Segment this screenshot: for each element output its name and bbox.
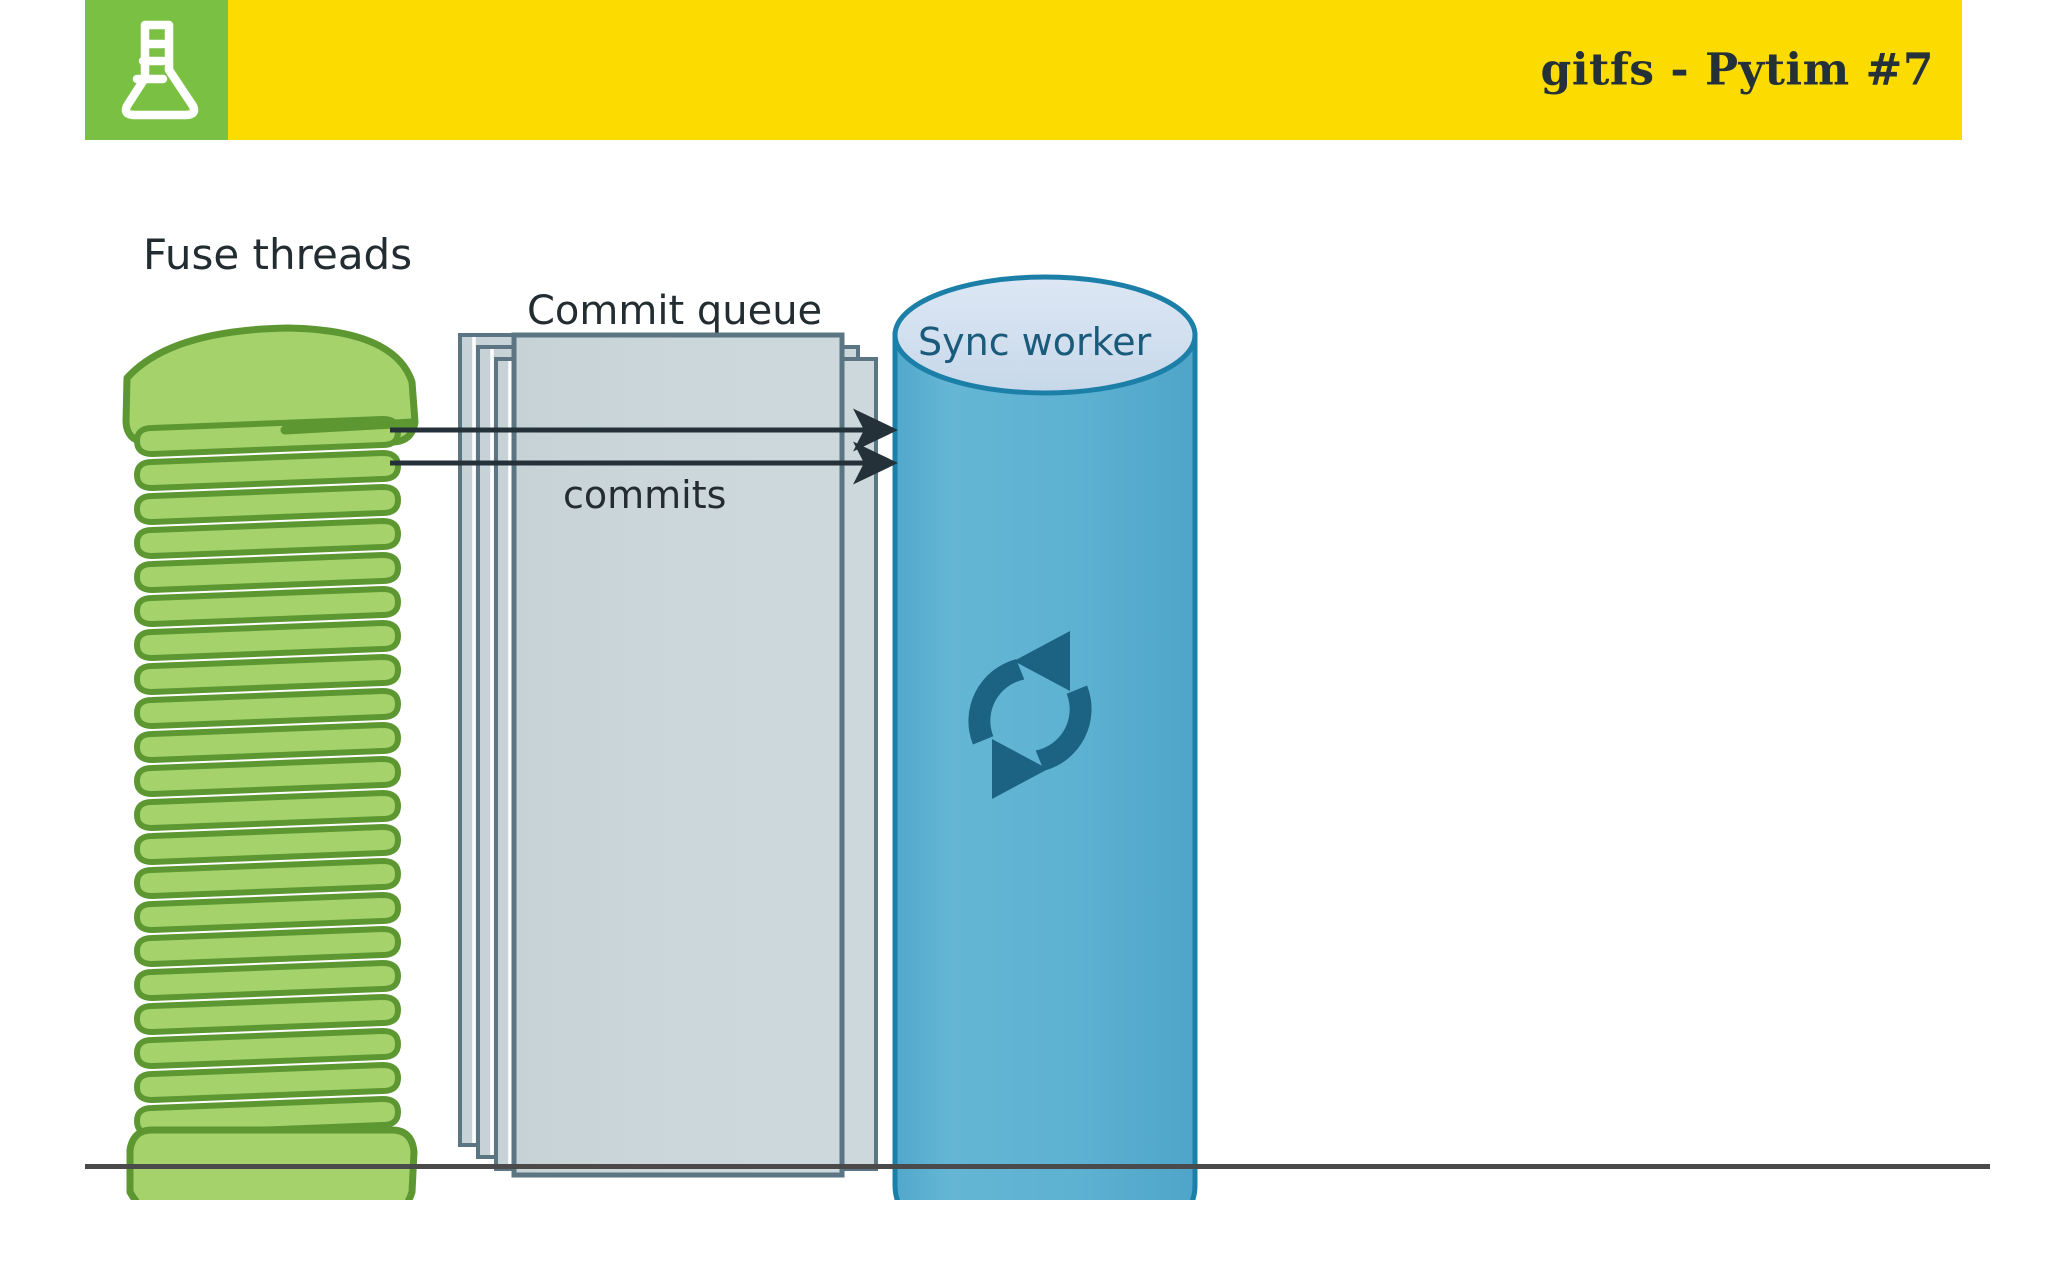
- sync-icon: [968, 631, 1092, 799]
- queue-page-front: [511, 332, 845, 1178]
- commit-queue-stack[interactable]: [458, 332, 878, 1178]
- thread-end-top: [280, 418, 417, 435]
- architecture-diagram: Fuse threads Commit queue commits Sync w…: [0, 140, 2048, 1200]
- footer-divider: [85, 1164, 1990, 1169]
- fuse-threads-spool[interactable]: [122, 324, 419, 1200]
- header-title-block: gitfs - Pytim #7: [228, 0, 1962, 140]
- spool-coils: [134, 416, 401, 1137]
- label-fuse-threads: Fuse threads: [143, 230, 413, 279]
- sync-worker-cylinder[interactable]: [892, 274, 1198, 1200]
- diagram-canvas: [122, 274, 1198, 1200]
- flow-arrows: [390, 408, 898, 485]
- flask-icon: [121, 20, 199, 120]
- header-bar: gitfs - Pytim #7: [85, 0, 1962, 140]
- label-commits: commits: [563, 473, 727, 517]
- logo-block: [85, 0, 228, 140]
- cylinder-top: [892, 274, 1198, 396]
- label-commit-queue: Commit queue: [527, 288, 823, 334]
- page-title: gitfs - Pytim #7: [1540, 44, 1934, 96]
- label-sync-worker: Sync worker: [918, 320, 1152, 364]
